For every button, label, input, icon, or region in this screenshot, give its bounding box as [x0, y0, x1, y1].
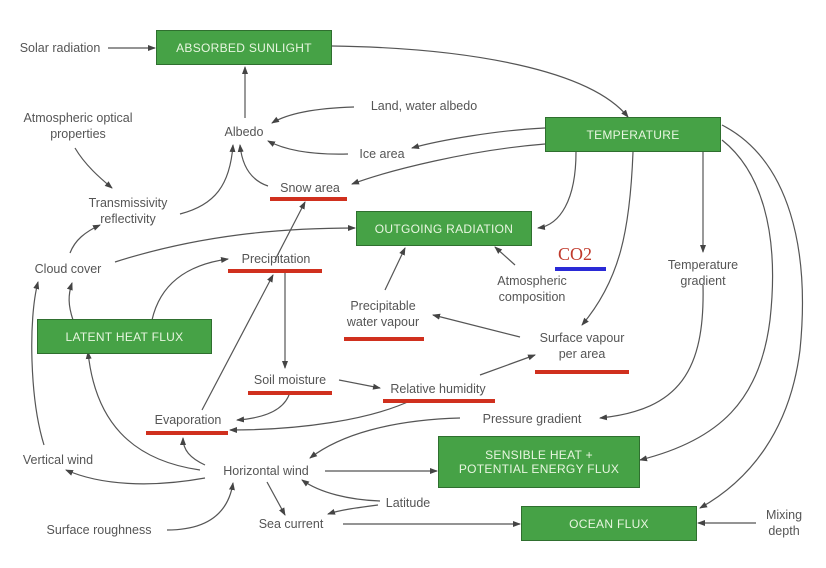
absorbed-sunlight-label: ABSORBED SUNLIGHT: [176, 40, 312, 55]
edge-temperature-sensible: [639, 139, 774, 462]
ocean-flux-label: OCEAN FLUX: [569, 516, 649, 531]
soil-moisture-underline: [248, 391, 332, 395]
relative-humidity-label: Relative humidity: [390, 382, 486, 396]
precipitable-water-vapour-label: Precipitable water vapour: [347, 298, 419, 330]
temperature-box: TEMPERATURE: [545, 117, 721, 152]
mixing-depth-line2: depth: [768, 524, 800, 538]
horizontal-wind-label: Horizontal wind: [223, 464, 309, 478]
edge-relhum-surfvap: [479, 354, 536, 376]
atmospheric-optical-label: Atmospheric optical properties: [23, 110, 132, 142]
sensible-heat-label-1: SENSIBLE HEAT +: [485, 448, 593, 462]
solar-radiation-label: Solar radiation: [19, 41, 101, 55]
co2-underline: [555, 267, 606, 271]
surface-vapour-underline: [535, 370, 629, 374]
edge-absorbed-temperature: [331, 45, 629, 118]
outgoing-radiation-label: OUTGOING RADIATION: [374, 221, 514, 236]
edge-horizwind-evap: [180, 437, 206, 466]
edge-cloud-trans: [69, 224, 101, 254]
edge-roughness-horizwind: [166, 482, 235, 531]
edge-atmcomp-outgoing: [494, 246, 516, 266]
evaporation-underline: [146, 431, 228, 435]
edge-land-albedo: [271, 106, 355, 124]
temperature-label: TEMPERATURE: [586, 127, 680, 142]
temperature-gradient-label: Temperature gradient: [668, 257, 738, 289]
relative-humidity-underline: [383, 399, 495, 403]
pressure-gradient-label: Pressure gradient: [482, 412, 582, 426]
sea-current-label: Sea current: [258, 517, 324, 531]
precipitable-line1: Precipitable: [350, 299, 416, 313]
precipitable-line2: water vapour: [346, 315, 420, 329]
mixing-depth-label: Mixing depth: [766, 507, 802, 539]
edge-soil-evap: [236, 391, 291, 423]
latent-heat-flux-box: LATENT HEAT FLUX: [37, 319, 212, 354]
temperature-gradient-line2: gradient: [680, 274, 726, 288]
transmissivity-line2: reflectivity: [100, 212, 156, 226]
co2-annotation: CO2: [558, 244, 593, 264]
snow-area-label: Snow area: [280, 181, 340, 195]
edge-surfvap-precipwv: [432, 313, 521, 338]
albedo-label: Albedo: [224, 125, 264, 139]
edge-horizwind-verticalwind: [65, 469, 206, 485]
edge-trans-albedo: [179, 144, 236, 215]
edge-soil-relhum: [338, 379, 381, 390]
edge-pressure-horizwind: [309, 417, 461, 459]
snow-area-underline: [270, 197, 347, 201]
edge-precip-snow: [274, 201, 306, 261]
sensible-heat-label-2: POTENTIAL ENERGY FLUX: [458, 462, 620, 476]
atmospheric-optical-line1: Atmospheric optical: [23, 111, 133, 125]
edge-precipwv-outgoing: [384, 247, 406, 291]
sensible-heat-box: SENSIBLE HEAT + POTENTIAL ENERGY FLUX: [438, 436, 640, 488]
atmospheric-composition-label: Atmospheric composition: [497, 273, 566, 305]
surface-vapour-line2: per area: [558, 347, 606, 361]
edge-latent-precip: [151, 256, 229, 321]
edge-latent-cloud: [66, 282, 74, 321]
soil-moisture-label: Soil moisture: [253, 373, 327, 387]
temperature-gradient-line1: Temperature: [667, 258, 739, 272]
transmissivity-label: Transmissivity reflectivity: [89, 195, 168, 227]
vertical-wind-label: Vertical wind: [22, 453, 94, 467]
precipitation-label: Precipitation: [241, 252, 311, 266]
edge-cloud-verticalwind: [31, 281, 45, 446]
precipitation-underline: [228, 269, 322, 273]
edge-cloud-outgoing: [114, 225, 356, 263]
edge-temperature-ocean: [699, 124, 803, 509]
edge-temperature-snow: [351, 143, 546, 185]
edge-snow-albedo: [237, 144, 269, 187]
atmospheric-composition-line1: Atmospheric: [497, 274, 567, 288]
latent-heat-flux-label: LATENT HEAT FLUX: [65, 329, 184, 344]
edge-gradient-pressure: [599, 284, 704, 421]
edge-ice-albedo: [267, 140, 349, 155]
edge-horizwind-seacurrent: [266, 481, 286, 516]
surface-vapour-line1: Surface vapour: [539, 331, 625, 345]
edge-evap-precip: [201, 274, 274, 411]
atmospheric-composition-line2: composition: [498, 290, 566, 304]
edge-horizwind-latent: [85, 351, 201, 471]
latitude-label: Latitude: [385, 496, 431, 510]
edge-relhum-evap: [229, 399, 413, 433]
edge-latitude-seacurrent: [327, 504, 379, 515]
edge-temperature-ice: [411, 127, 546, 149]
cloud-cover-label: Cloud cover: [34, 262, 102, 276]
ice-area-label: Ice area: [359, 147, 405, 161]
ocean-flux-box: OCEAN FLUX: [521, 506, 697, 541]
transmissivity-line1: Transmissivity: [88, 196, 168, 210]
precipitable-underline: [344, 337, 424, 341]
edge-temperature-surfvap: [581, 151, 634, 326]
absorbed-sunlight-box: ABSORBED SUNLIGHT: [156, 30, 332, 65]
surface-vapour-label: Surface vapour per area: [540, 330, 625, 362]
outgoing-radiation-box: OUTGOING RADIATION: [356, 211, 532, 246]
surface-roughness-label: Surface roughness: [46, 523, 152, 537]
evaporation-label: Evaporation: [154, 413, 222, 427]
mixing-depth-line1: Mixing: [765, 508, 803, 522]
edge-temperature-outgoing: [537, 151, 577, 231]
edge-atmopt-trans: [74, 147, 113, 189]
edge-latitude-horizwind: [301, 479, 381, 502]
land-water-albedo-label: Land, water albedo: [370, 99, 478, 113]
atmospheric-optical-line2: properties: [50, 127, 106, 141]
